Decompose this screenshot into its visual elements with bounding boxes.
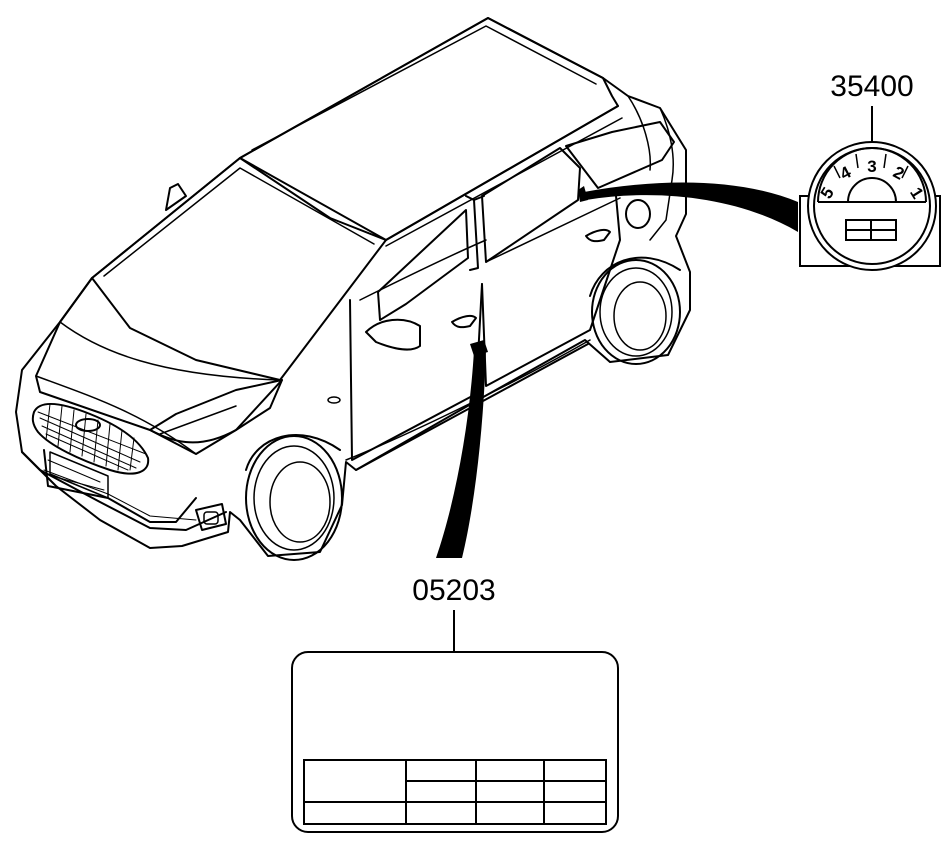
- tire-label-callout: 05203: [291, 574, 619, 833]
- fuel-label-part-number: 35400: [830, 70, 913, 103]
- fuel-label-leader: [584, 182, 798, 232]
- fuel-filler-door: [625, 199, 651, 229]
- front-door: [349, 283, 483, 461]
- front-door-handle: [451, 314, 477, 329]
- rear-door-window: [481, 147, 581, 263]
- dial-number-3: 3: [867, 157, 876, 176]
- roof-panel: [239, 17, 619, 241]
- front-door-window: [377, 209, 469, 321]
- vehicle-illustration: [15, 17, 691, 561]
- rear-door: [481, 195, 621, 387]
- front-bumper: [21, 451, 227, 531]
- car-body-outline: [15, 17, 691, 557]
- tire-label-marker: [470, 340, 488, 356]
- side-mirror: [365, 318, 421, 351]
- license-plate: [49, 451, 109, 499]
- rear-wheel: [589, 256, 681, 365]
- front-headlamp: [149, 379, 283, 444]
- fog-lamp: [195, 503, 227, 531]
- front-wheel: [245, 434, 343, 561]
- tire-label-table: [303, 759, 607, 825]
- roof-antenna: [165, 183, 187, 211]
- fuel-label-callout: 35400 5 4 3 2 1: [799, 70, 941, 271]
- front-grille: [31, 402, 150, 475]
- brand-emblem: [75, 418, 101, 432]
- rear-door-handle: [585, 228, 611, 243]
- tire-label-card: [291, 651, 619, 833]
- rear-quarter-window: [565, 121, 675, 189]
- tire-label-leader: [436, 348, 486, 558]
- windshield: [91, 157, 387, 381]
- tire-label-part-number: 05203: [412, 574, 495, 607]
